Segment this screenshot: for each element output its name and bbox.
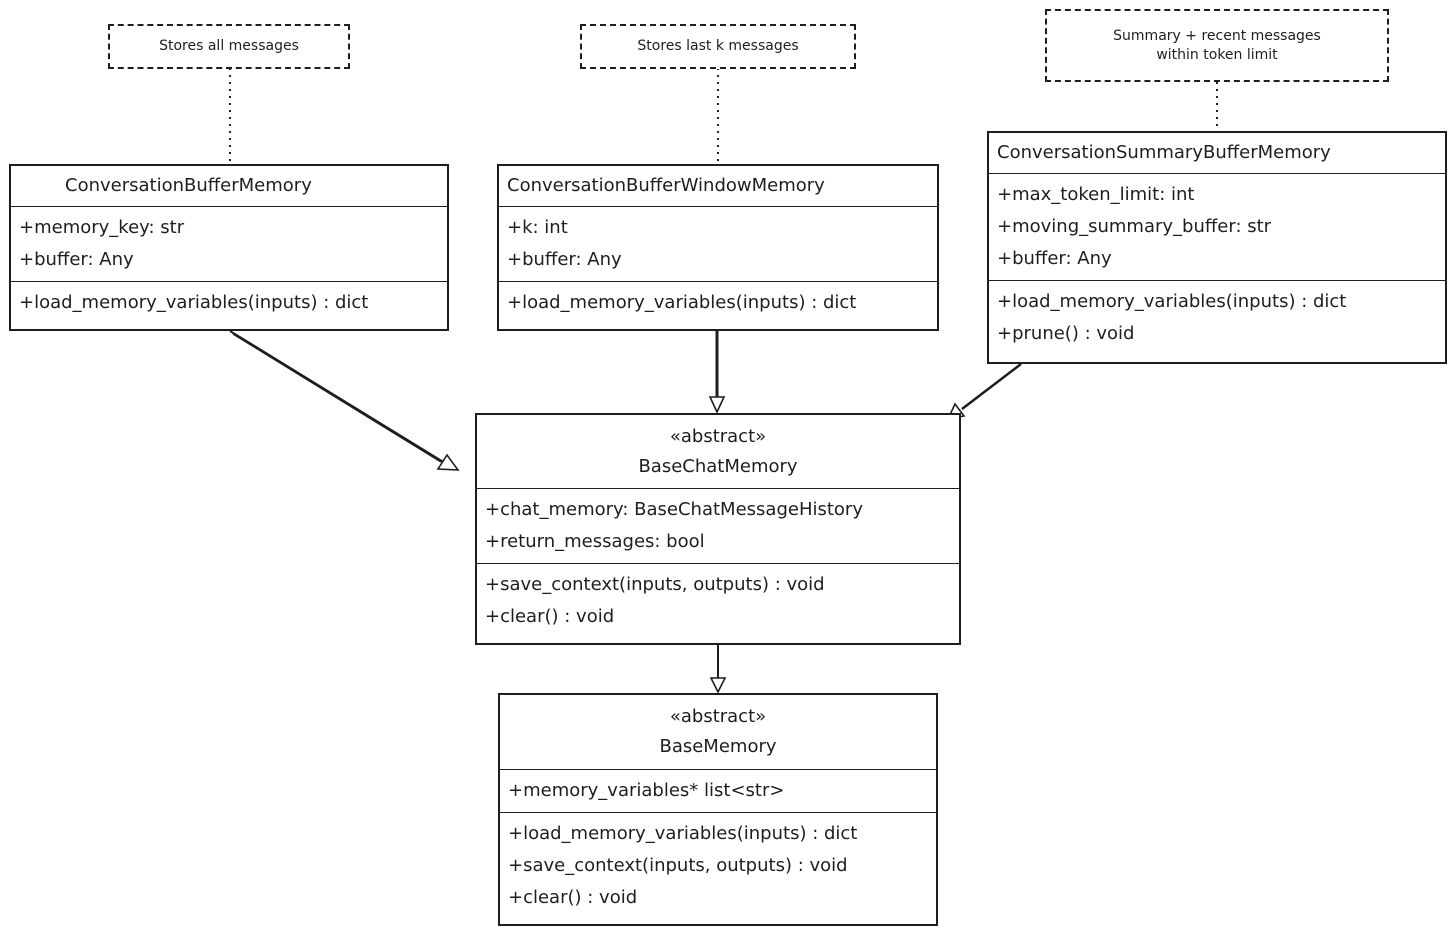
attribute: +buffer: Any [507, 249, 622, 270]
inheritance-buffer-to-basechat [229, 330, 460, 471]
method: +save_context(inputs, outputs) : void [485, 574, 825, 595]
note-text: Stores all messages [159, 38, 299, 54]
methods-section: +load_memory_variables(inputs) : dict [11, 282, 447, 324]
methods-section: +load_memory_variables(inputs) : dict +p… [989, 281, 1445, 355]
attribute: +max_token_limit: int [997, 184, 1195, 205]
attributes-section: +chat_memory: BaseChatMessageHistory +re… [477, 489, 959, 564]
note-summary-recent-messages: Summary + recent messages within token l… [1045, 9, 1389, 82]
class-header: ConversationBufferMemory [11, 166, 447, 207]
class-name: ConversationBufferMemory [65, 175, 312, 196]
class-name: ConversationBufferWindowMemory [507, 175, 825, 196]
stereotype-label: «abstract» [669, 425, 767, 447]
method: +load_memory_variables(inputs) : dict [997, 291, 1347, 312]
attributes-section: +k: int +buffer: Any [499, 207, 937, 282]
attribute: +k: int [507, 217, 568, 238]
class-header: «abstract» BaseChatMemory [477, 415, 959, 489]
attribute: +return_messages: bool [485, 531, 705, 552]
method: +prune() : void [997, 323, 1135, 344]
class-base-chat-memory[interactable]: «abstract» BaseChatMemory +chat_memory: … [475, 413, 961, 645]
method: +load_memory_variables(inputs) : dict [19, 292, 369, 313]
class-conversation-buffer-window-memory[interactable]: ConversationBufferWindowMemory +k: int +… [497, 164, 939, 331]
note-stores-all-messages: Stores all messages [108, 24, 350, 69]
method: +save_context(inputs, outputs) : void [508, 855, 848, 876]
methods-section: +load_memory_variables(inputs) : dict [499, 282, 937, 324]
attribute: +buffer: Any [19, 249, 134, 270]
inheritance-arrowhead-icon [708, 396, 726, 414]
inheritance-basechat-to-basememory [709, 645, 727, 694]
attribute: +memory_variables* list<str> [508, 780, 785, 801]
method: +clear() : void [508, 887, 638, 908]
inheritance-arrowhead-icon [436, 453, 460, 471]
class-conversation-summary-buffer-memory[interactable]: ConversationSummaryBufferMemory +max_tok… [987, 131, 1447, 364]
inheritance-summary-to-basechat [946, 363, 1022, 421]
class-header: ConversationBufferWindowMemory [499, 166, 937, 207]
stereotype-label: «abstract» [669, 706, 767, 727]
method: +clear() : void [485, 606, 615, 627]
attributes-section: +memory_variables* list<str> [500, 770, 936, 813]
note-text: Summary + recent messages within token l… [1113, 27, 1321, 63]
methods-section: +load_memory_variables(inputs) : dict +s… [500, 813, 936, 919]
note-stores-last-k-messages: Stores last k messages [580, 24, 856, 69]
note-text: Stores last k messages [637, 38, 799, 54]
method: +load_memory_variables(inputs) : dict [507, 292, 857, 313]
attributes-section: +max_token_limit: int +moving_summary_bu… [989, 174, 1445, 281]
class-name: BaseChatMemory [638, 455, 798, 477]
attribute: +buffer: Any [997, 248, 1112, 269]
class-conversation-buffer-memory[interactable]: ConversationBufferMemory +memory_key: st… [9, 164, 449, 331]
class-header: ConversationSummaryBufferMemory [989, 133, 1445, 174]
class-base-memory[interactable]: «abstract» BaseMemory +memory_variables*… [498, 693, 938, 926]
class-name: ConversationSummaryBufferMemory [997, 142, 1331, 163]
method: +load_memory_variables(inputs) : dict [508, 823, 858, 844]
attribute: +memory_key: str [19, 217, 185, 238]
attributes-section: +memory_key: str +buffer: Any [11, 207, 447, 282]
inheritance-window-to-basechat [708, 331, 726, 414]
class-name: BaseMemory [659, 736, 777, 757]
methods-section: +save_context(inputs, outputs) : void +c… [477, 564, 959, 638]
attribute: +moving_summary_buffer: str [997, 216, 1272, 237]
inheritance-arrowhead-icon [709, 677, 727, 694]
class-header: «abstract» BaseMemory [500, 695, 936, 770]
attribute: +chat_memory: BaseChatMessageHistory [485, 499, 863, 520]
